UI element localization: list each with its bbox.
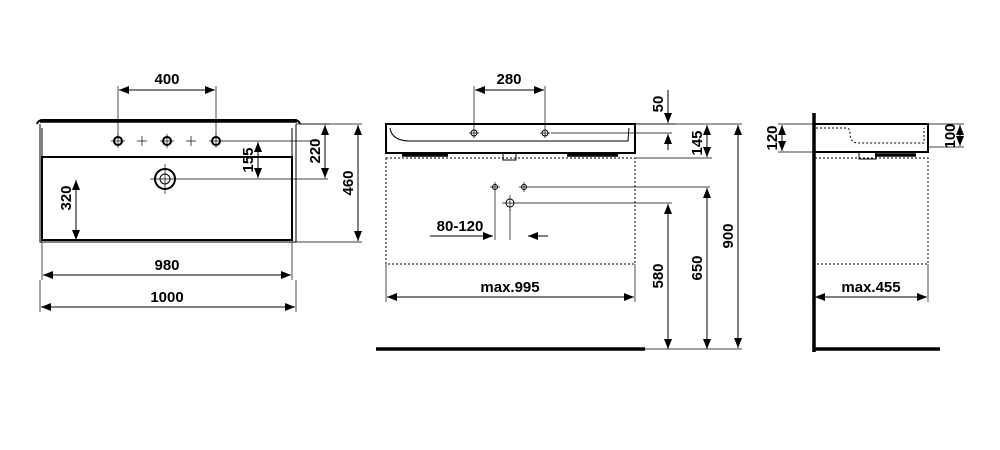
front-basin-inner-line xyxy=(389,127,630,142)
basin-height-label: 145 xyxy=(689,130,706,155)
outer-height-label: 120 xyxy=(764,125,781,150)
side-view: 120 100 max.455 xyxy=(764,113,964,352)
tap-offset-label: 155 xyxy=(240,147,257,172)
basin-bowl-outline xyxy=(41,156,293,241)
tap-position-marker-right xyxy=(186,136,196,146)
overall-width-label: 1000 xyxy=(150,289,183,306)
waste-outlet xyxy=(150,164,180,194)
inner-width-label: 980 xyxy=(154,257,179,274)
front-tap-hole-left xyxy=(469,128,479,138)
top-height-label: 900 xyxy=(720,223,737,248)
rim-offset-label: 50 xyxy=(650,96,667,113)
tap-position-marker-left xyxy=(137,136,147,146)
fitting-point-left xyxy=(490,182,500,192)
tap-hole-left xyxy=(111,134,125,148)
tap-spacing-label: 400 xyxy=(154,71,179,88)
side-drain-stub xyxy=(858,153,877,160)
outlet-height-label: 580 xyxy=(650,263,667,288)
fitting-height-label: 650 xyxy=(689,255,706,280)
fitting-point-right xyxy=(519,182,529,192)
front-tap-spacing-label: 280 xyxy=(496,71,521,88)
front-drain-stub xyxy=(502,153,517,161)
plan-view: 400 320 155 220 460 980 1000 xyxy=(36,71,362,312)
tap-hole-center xyxy=(160,134,174,148)
front-tap-hole-right xyxy=(540,128,550,138)
front-view: 280 80-120 max.995 50 145 580 650 xyxy=(376,71,742,351)
waste-height-label: 320 xyxy=(58,185,75,210)
side-basin-outline xyxy=(815,123,929,153)
inner-height-label: 100 xyxy=(942,123,959,148)
overall-depth-label: 460 xyxy=(340,170,357,195)
side-vanity-outline xyxy=(815,157,929,265)
tap-row-height-label: 220 xyxy=(307,138,324,163)
waste-outlet-front xyxy=(502,195,518,211)
trap-range-label: 80-120 xyxy=(437,218,484,235)
basin-outer-outline xyxy=(39,124,297,243)
max-depth-label: max.455 xyxy=(841,279,900,296)
max-width-label: max.995 xyxy=(480,279,539,296)
side-basin-inner-profile xyxy=(816,127,925,144)
tap-hole-right xyxy=(209,134,223,148)
front-basin-body xyxy=(385,123,636,154)
vanity-unit-outline xyxy=(385,157,636,265)
